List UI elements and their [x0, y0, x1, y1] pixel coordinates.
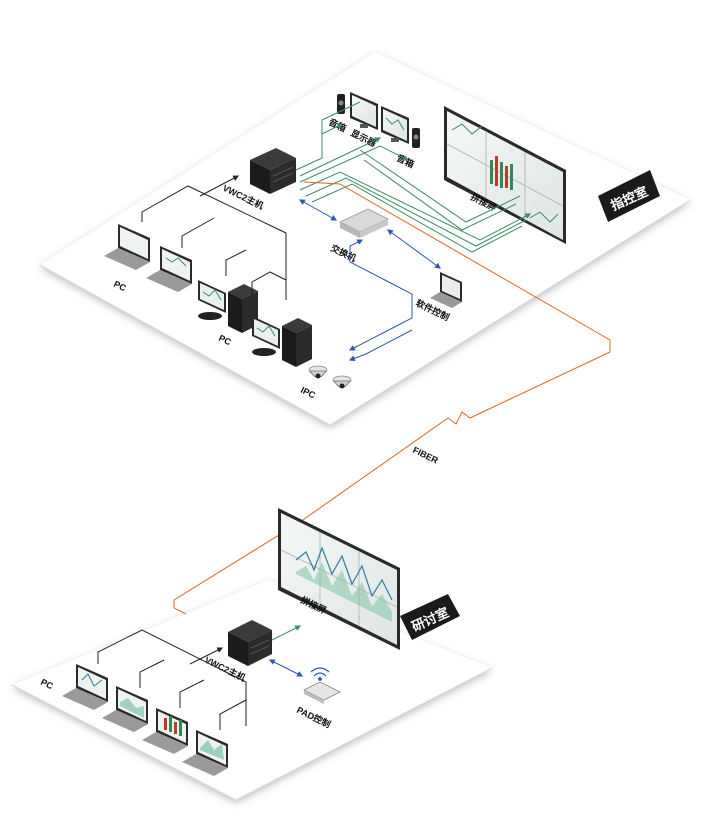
top-pc-laptop-2 [146, 246, 192, 292]
speaker-right-icon [412, 128, 420, 148]
wifi-icon [310, 667, 330, 681]
top-video-wall [444, 106, 566, 244]
bottom-pc-cables [97, 629, 247, 730]
top-wall-chart-bars [490, 156, 513, 190]
fiber-label: FIBER [411, 445, 440, 466]
network-switch [339, 208, 389, 238]
display-monitor-right [381, 106, 409, 144]
bottom-vwc2-controller [228, 620, 272, 666]
bottom-room-tag: 研讨室 [400, 594, 460, 640]
bottom-pc-laptop-2 [102, 686, 148, 732]
top-room-platform [40, 52, 690, 425]
top-pc-cables [141, 175, 287, 300]
bottom-pc-laptop-3 [142, 708, 188, 754]
top-pc-laptop-1 [104, 224, 150, 270]
bottom-blue-cable [268, 659, 304, 677]
bottom-pc-laptop-4 [182, 730, 228, 776]
pad-control-tablet [303, 681, 341, 704]
bottom-video-wall [278, 508, 400, 650]
ipc-camera-2 [332, 375, 352, 389]
software-control-laptop [430, 272, 462, 308]
bottom-pc-laptop-1 [62, 664, 108, 710]
top-room-platform-edge [39, 199, 691, 426]
top-room-tag: 指控室 [598, 170, 660, 222]
top-green-cables [295, 101, 532, 253]
bottom-green-cable [271, 625, 302, 641]
top-blue-cables [298, 199, 441, 362]
top-vwc2-controller [250, 148, 296, 194]
top-pc-tower-2 [252, 316, 312, 367]
speaker-left-icon [337, 94, 345, 114]
bottom-room-platform-edge [11, 667, 493, 801]
ipc-camera-1 [308, 365, 328, 379]
